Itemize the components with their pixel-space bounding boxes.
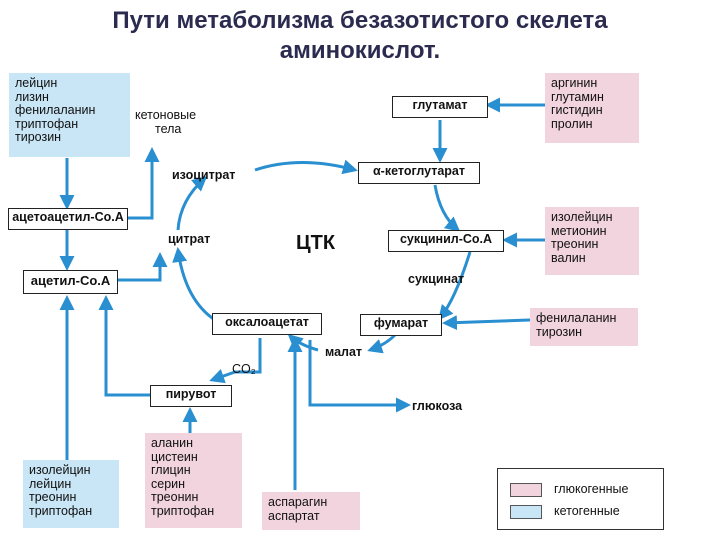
arrow-acetoacetyl-to-ketone — [127, 147, 160, 220]
page-title: Пути метаболизма безазотистого скелета а… — [40, 6, 680, 66]
aa-histidine: гистидин — [551, 103, 603, 117]
ketone-bodies-label: кетоновые тела — [135, 108, 196, 136]
succinate-label: сукцинат — [408, 272, 465, 286]
succinyl-sources-list: изолейцин метионин треонин валин — [545, 207, 639, 275]
arrow-oxaloacetate-to-citrate — [172, 247, 216, 322]
akg-box: α-кетоглутарат — [358, 162, 480, 184]
glutamate-box: глутамат — [392, 96, 488, 118]
acetyl-sources-list: изолейцин лейцин треонин триптофан — [23, 460, 119, 528]
aa-arginine: аргинин — [551, 76, 598, 90]
arrow-citrate-to-isocitrate — [176, 176, 208, 231]
aa-proline: пролин — [551, 116, 593, 131]
malate-label: малат — [325, 345, 363, 359]
oxaloacetate-sources-list: аспарагин аспартат — [262, 492, 360, 530]
glucose-label: глюкоза — [412, 399, 463, 413]
aa-methionine: метионин — [551, 223, 607, 238]
glutamate-sources-list: аргинин глутамин гистидин пролин — [545, 73, 639, 143]
aa-lysine: лизин — [15, 89, 49, 104]
arrow-isocitrate-to-akg — [254, 159, 358, 175]
aa-tryptophan: триптофан — [29, 503, 93, 518]
legend-ketogenic-label: кетогенные — [554, 504, 620, 518]
arrow-succinyl-to-fumarate — [438, 251, 472, 321]
acetoacetyl-coa-box: ацетоацетил-Со.А — [8, 208, 128, 230]
aa-glycine: глицин — [151, 463, 191, 477]
acetyl-coa-box: ацетил-Со.А — [23, 270, 118, 294]
aa-serine: серин — [151, 476, 186, 491]
fumarate-sources-list: фенилаланин тирозин — [530, 308, 638, 346]
aa-isoleucine: изолейцин — [29, 463, 91, 477]
arrow-oxaloacetate-to-pyruvate — [209, 338, 262, 384]
aa-tyrosine: тирозин — [536, 324, 583, 339]
aa-glutamine: глутамин — [551, 89, 604, 104]
aa-cysteine: цистеин — [151, 449, 198, 464]
arrow-fumarate-to-malate — [367, 333, 397, 354]
aa-tyrosine: тирозин — [15, 130, 62, 144]
arrow-acetyl-to-citrate — [118, 252, 168, 282]
arrow-pyruvate-to-acetyl — [98, 295, 150, 397]
legend-glucogenic-label: глюкогенные — [554, 482, 629, 496]
aa-valine: валин — [551, 250, 586, 265]
aa-tryptophan: триптофан — [151, 503, 215, 518]
legend: глюкогенные кетогенные — [497, 468, 664, 530]
arrow-fumarate-sources — [442, 315, 531, 331]
aa-leucine: лейцин — [29, 476, 72, 491]
tca-cycle-label: ЦТК — [296, 232, 336, 254]
pyruvate-box: пирувот — [150, 385, 232, 407]
citrate-label: цитрат — [168, 232, 211, 246]
aa-threonine: треонин — [151, 490, 199, 504]
aa-asparagine: аспарагин — [268, 495, 328, 509]
aa-tryptophan: триптофан — [15, 116, 79, 131]
succinyl-coa-box: сукцинил-Со.А — [388, 230, 504, 252]
pyruvate-sources-list: аланин цистеин глицин серин треонин трип… — [145, 433, 242, 528]
ketogenic-aa-list: лейцин лизин фенилаланин триптофан тироз… — [9, 73, 130, 157]
aa-leucine: лейцин — [15, 76, 58, 90]
legend-glucogenic-swatch — [510, 483, 542, 497]
arrow-to-glucose — [308, 340, 411, 413]
title-line-2: аминокислот. — [279, 37, 441, 64]
ketone-bodies-line-2: тела — [155, 122, 182, 136]
fumarate-box: фумарат — [360, 314, 442, 336]
ketone-bodies-line-1: кетоновые — [135, 108, 197, 122]
aa-phenylalanine: фенилаланин — [536, 311, 617, 325]
legend-ketogenic-swatch — [510, 505, 542, 519]
aa-aspartate: аспартат — [268, 508, 320, 523]
aa-isoleucine: изолейцин — [551, 210, 613, 224]
aa-alanine: аланин — [151, 436, 193, 450]
oxaloacetate-box: оксалоацетат — [212, 313, 322, 335]
aa-threonine: треонин — [29, 490, 77, 504]
arrow-akg-to-succinyl — [433, 184, 461, 232]
aa-threonine: треонин — [551, 237, 599, 251]
aa-phenylalanine: фенилаланин — [15, 103, 96, 117]
co2-label: CO₂ — [232, 362, 256, 376]
isocitrate-label: изоцитрат — [172, 168, 236, 182]
title-line-1: Пути метаболизма безазотистого скелета — [112, 7, 608, 34]
